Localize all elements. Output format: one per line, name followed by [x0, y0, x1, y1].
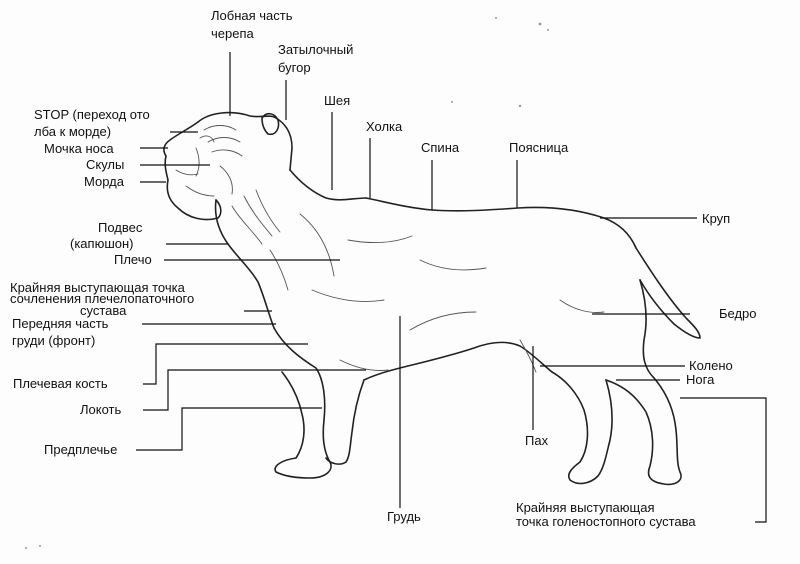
speck	[39, 545, 41, 547]
dog-ear-outline	[261, 112, 280, 136]
label-chest: Грудь	[387, 509, 421, 524]
label-frontal: Лобная часть черепа	[211, 8, 296, 41]
dog-head-outline	[197, 111, 293, 171]
label-stop-line1: STOP (переход ото	[34, 107, 150, 122]
label-upper-arm: Плечевая кость	[13, 376, 108, 391]
label-forechest: Передняя часть груди (фронт)	[12, 316, 112, 348]
label-shoulder-joint: Крайняя выступающая точка сочленения пле…	[10, 280, 198, 318]
leader-hock	[680, 397, 767, 523]
label-dewlap: Подвес (капюшон)	[70, 220, 146, 251]
speck	[495, 17, 497, 19]
label-withers: Холка	[366, 119, 403, 134]
dog-hind-leg-outline	[605, 279, 682, 486]
dog-head-wrinkles	[175, 125, 243, 197]
label-shoulder: Плечо	[114, 252, 152, 267]
dog-front-leg-outline	[273, 327, 332, 479]
speck	[518, 104, 522, 108]
scan-specks	[25, 17, 549, 549]
label-occipital: Затылочный бугор	[278, 42, 357, 75]
label-forechest-line2: груди (фронт)	[12, 333, 95, 348]
labels: Лобная часть черепа Затылочный бугор Шея…	[10, 8, 757, 529]
label-hock-line2: точка голеностопного сустава	[516, 514, 696, 529]
label-stop-line2: лба к морде)	[34, 124, 111, 139]
label-loin: Поясница	[509, 140, 569, 155]
dog-hind-leg-back-outline	[551, 371, 613, 485]
label-shoulder-joint-line1: Крайняя выступающая точка	[10, 280, 186, 295]
label-stifle: Колено	[689, 358, 733, 373]
label-shoulder-joint-line2: сочленения плечелопаточного	[10, 291, 194, 306]
label-nose: Мочка носа	[44, 141, 114, 156]
label-occipital-line1: Затылочный	[278, 42, 353, 57]
label-muzzle: Морда	[84, 174, 125, 189]
label-forearm: Предплечье	[44, 442, 117, 457]
label-back: Спина	[421, 140, 460, 155]
dog-muzzle-outline	[163, 121, 222, 221]
label-occipital-line2: бугор	[278, 60, 311, 75]
label-leg: Нога	[686, 372, 715, 387]
dog-neck-outline	[289, 169, 367, 201]
dog-front-leg-far-outline	[325, 379, 365, 465]
label-thigh: Бедро	[719, 306, 757, 321]
label-stop: STOP (переход ото лба к морде)	[34, 107, 153, 139]
dog-illustration	[163, 111, 701, 486]
label-shoulder-joint-line3: сустава	[80, 303, 127, 318]
label-hock: Крайняя выступающая точка голеностопного…	[516, 500, 696, 529]
speck	[547, 29, 549, 31]
leader-upper-arm	[143, 343, 308, 385]
label-neck: Шея	[324, 93, 350, 108]
dog-tail-outline	[635, 247, 701, 339]
label-cheeks: Скулы	[86, 157, 124, 172]
label-flank: Пах	[525, 433, 549, 448]
leader-elbow	[143, 369, 366, 411]
speck	[538, 22, 542, 26]
dog-dewlap-folds	[231, 189, 289, 291]
dog-body-folds	[299, 213, 605, 373]
dog-belly-outline	[363, 341, 553, 381]
label-forechest-line1: Передняя часть	[12, 316, 109, 331]
leader-forearm	[136, 407, 322, 451]
dog-eye	[199, 135, 215, 143]
label-frontal-line1: Лобная часть	[211, 8, 293, 23]
label-croup: Круп	[702, 211, 730, 226]
label-frontal-line2: черепа	[211, 26, 255, 41]
label-dewlap-line1: Подвес	[98, 220, 143, 235]
speck	[25, 547, 27, 549]
speck	[451, 101, 453, 103]
leader-lines	[136, 52, 767, 523]
label-elbow: Локоть	[80, 402, 121, 417]
dog-dewlap-outline	[214, 199, 275, 329]
label-hock-line1: Крайняя выступающая	[516, 500, 655, 515]
dog-topline	[365, 197, 637, 249]
label-dewlap-line2: (капюшон)	[70, 236, 134, 251]
